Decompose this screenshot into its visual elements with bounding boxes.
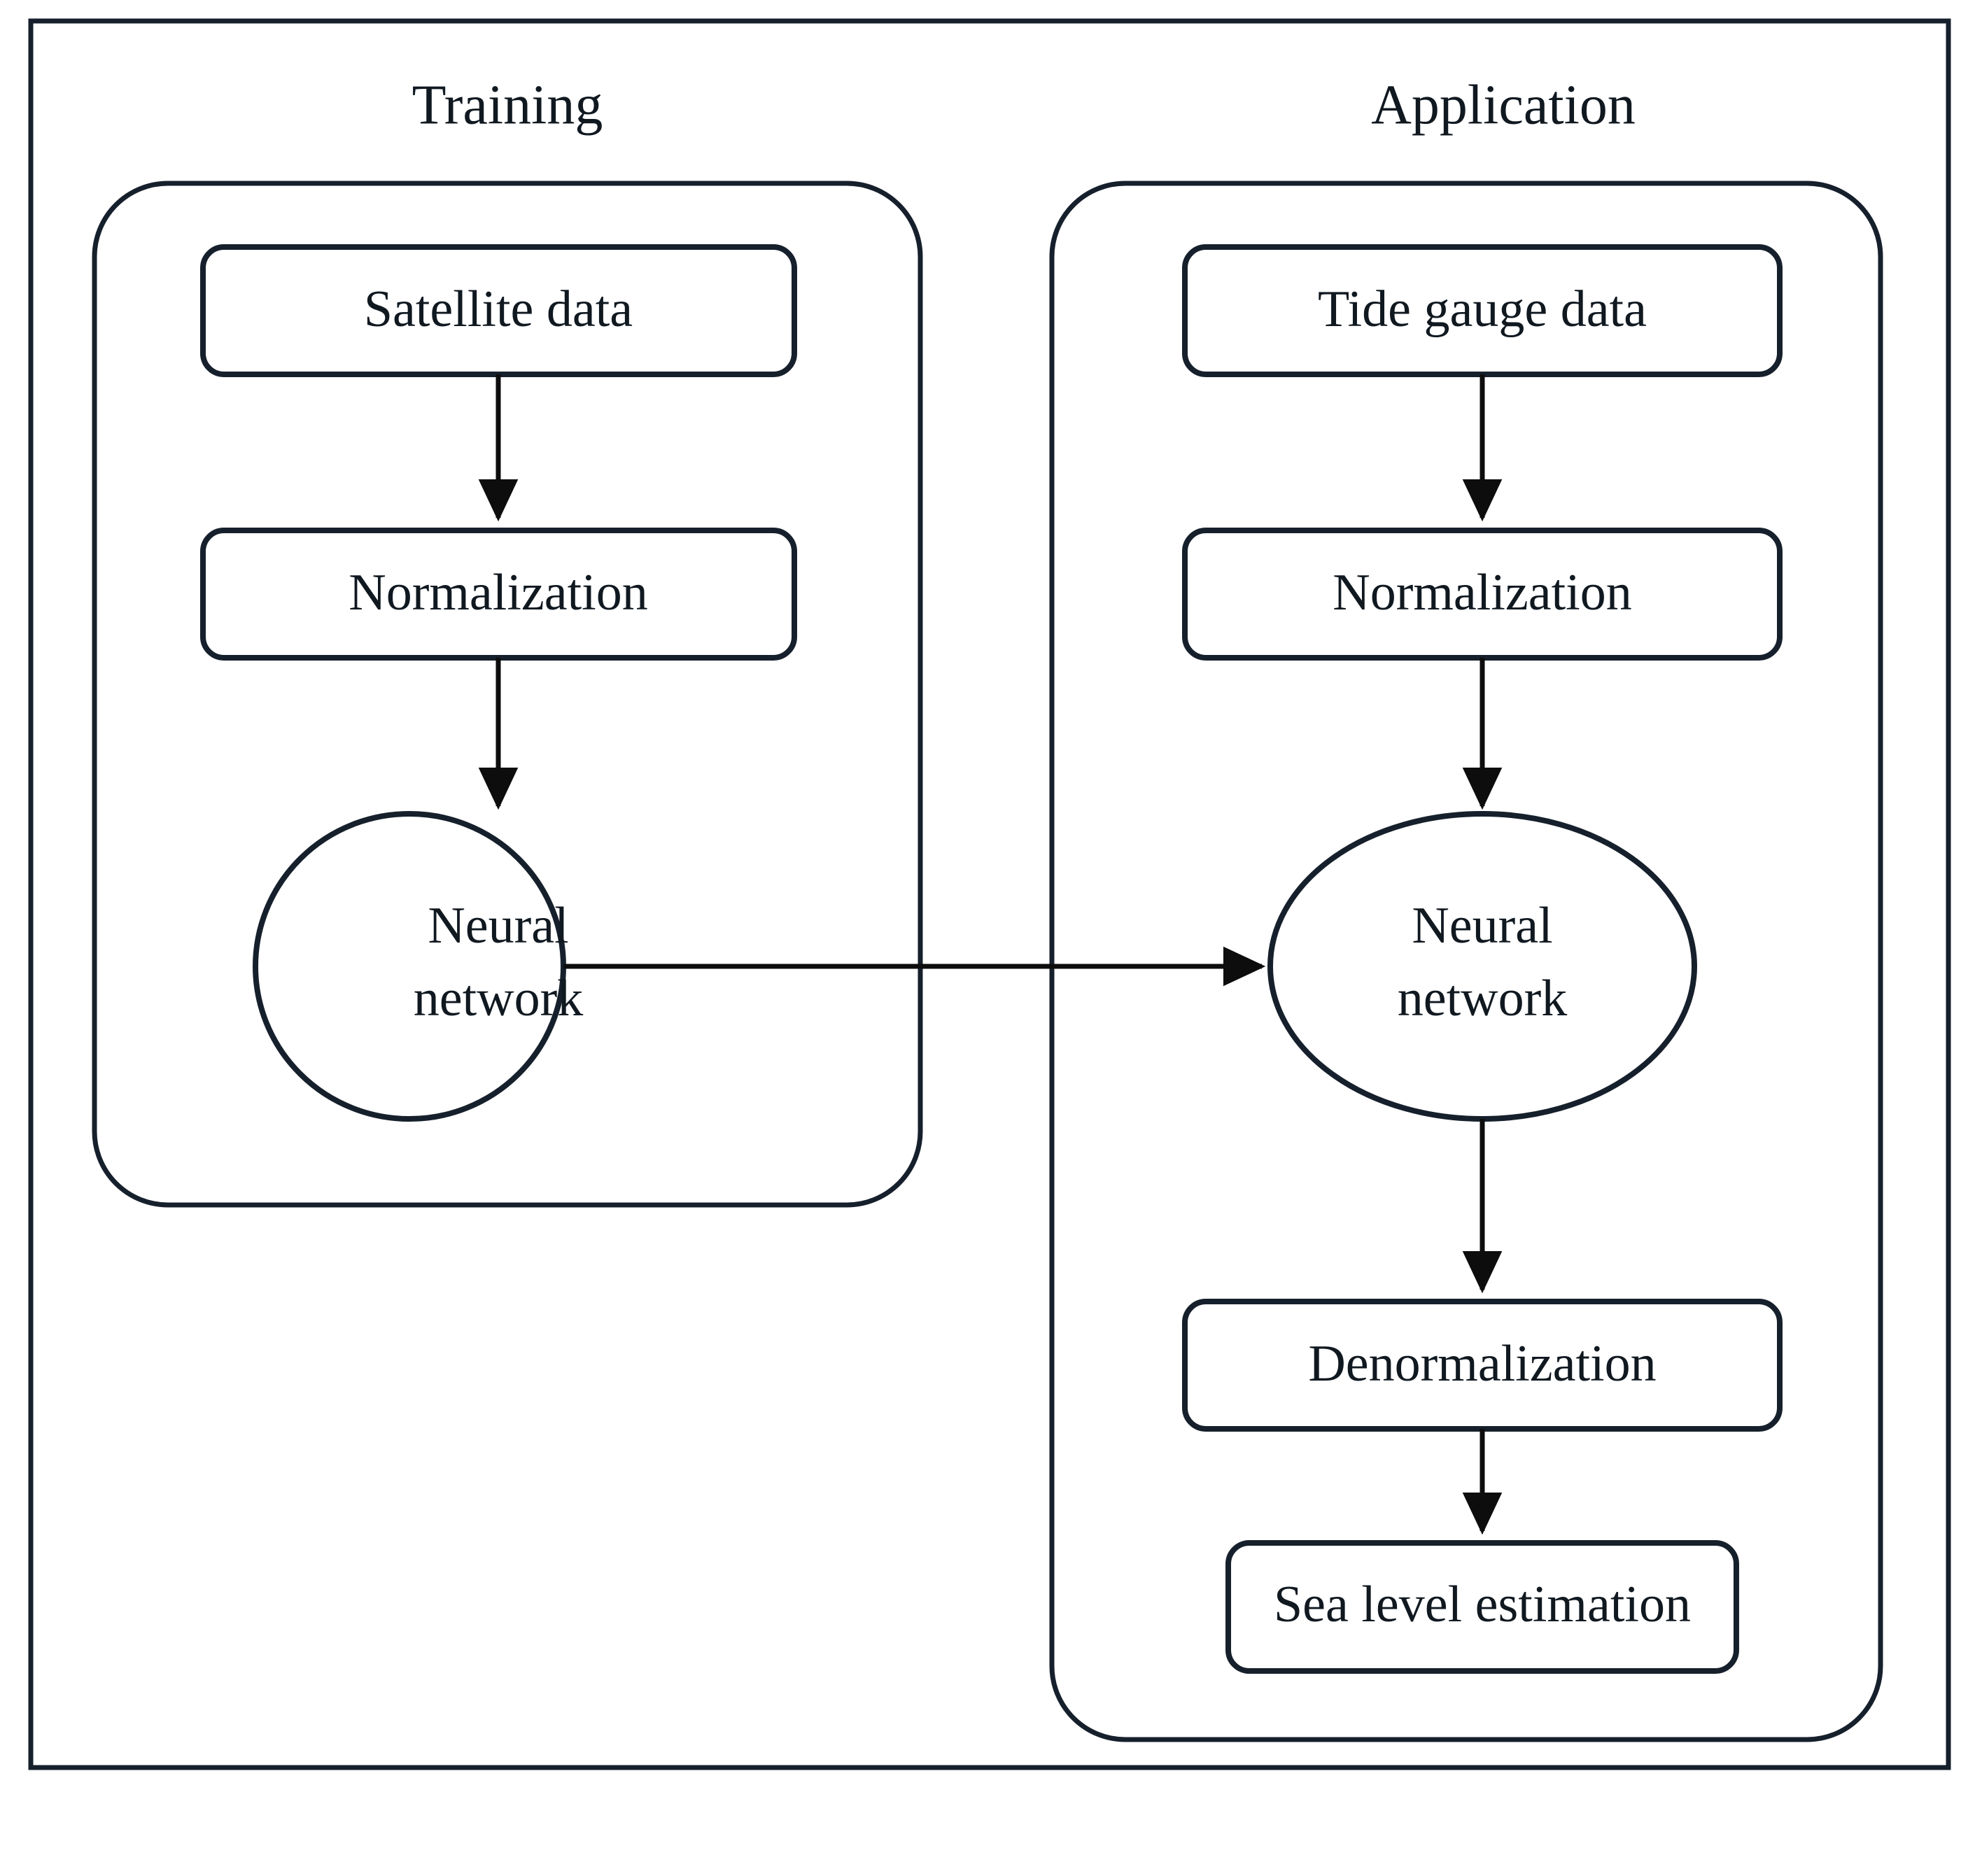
- node-label-tide-gauge-data: Tide gauge data: [1318, 281, 1647, 338]
- node-label-sea-level-estimation: Sea level estimation: [1274, 1576, 1691, 1633]
- panel-training: [92, 181, 923, 1208]
- node-satellite-data[interactable]: Satellite data: [200, 244, 797, 377]
- node-label-neural-network-training-line1: Neural: [428, 897, 568, 954]
- group-title-training: Training: [412, 74, 603, 136]
- node-label-normalization-application: Normalization: [1333, 564, 1631, 621]
- node-label-satellite-data: Satellite data: [364, 281, 633, 338]
- node-label-neural-network-application-line2: network: [1398, 970, 1568, 1027]
- node-ellipse-neural-network-application[interactable]: [1267, 811, 1697, 1122]
- node-neural-network-application[interactable]: Neural network: [1267, 811, 1697, 1122]
- node-label-denormalization: Denormalization: [1308, 1335, 1656, 1392]
- node-ellipse-neural-network-training[interactable]: [253, 811, 566, 1122]
- node-label-normalization-training: Normalization: [349, 564, 647, 621]
- node-label-neural-network-application-line1: Neural: [1412, 897, 1552, 954]
- node-normalization-application[interactable]: Normalization: [1182, 528, 1783, 661]
- node-normalization-training[interactable]: Normalization: [200, 528, 797, 661]
- node-sea-level-estimation[interactable]: Sea level estimation: [1225, 1540, 1739, 1674]
- group-title-application: Application: [1371, 74, 1636, 136]
- node-tide-gauge-data[interactable]: Tide gauge data: [1182, 244, 1783, 377]
- panel-application: [1049, 181, 1883, 1742]
- node-label-neural-network-training-line2: network: [414, 970, 584, 1027]
- node-neural-network-training[interactable]: Neural network: [253, 811, 584, 1122]
- node-box-sea-level-estimation[interactable]: [1225, 1540, 1739, 1674]
- node-denormalization[interactable]: Denormalization: [1182, 1299, 1783, 1432]
